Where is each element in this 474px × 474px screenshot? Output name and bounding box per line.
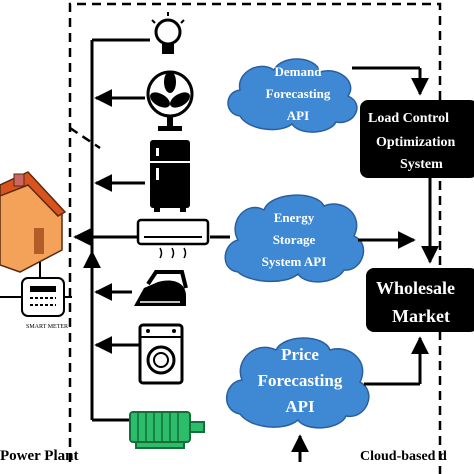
smart-meter-icon	[0, 262, 72, 317]
demand-api-line1: Demand	[275, 64, 323, 79]
demand-forecasting-api-cloud[interactable]: Demand Forecasting API	[227, 58, 358, 133]
motor-icon	[129, 411, 205, 449]
price-api-line1: Price	[281, 345, 319, 364]
load-control-optimization-box[interactable]: Load Control Optimization System	[360, 100, 474, 178]
light-bulb-icon	[151, 12, 185, 54]
price-forecasting-api-cloud[interactable]: Price Forecasting API	[225, 337, 370, 429]
device-bus	[90, 38, 150, 422]
air-conditioner-icon	[136, 218, 210, 259]
price-api-line2: Forecasting	[258, 371, 343, 390]
cloud-connectors	[291, 66, 439, 462]
power-plant-label: Power Plant	[0, 448, 78, 464]
storage-api-line1: Energy	[274, 210, 315, 225]
demand-api-line3: API	[287, 108, 309, 123]
device-arrows	[73, 89, 230, 354]
storage-api-line2: Storage	[273, 232, 316, 247]
load-control-line2: Optimization	[376, 135, 456, 150]
house-icon	[0, 171, 67, 273]
price-api-line3: API	[285, 397, 315, 416]
storage-api-line3: System API	[262, 254, 327, 269]
fan-icon	[146, 70, 194, 131]
cloud-based-label: Cloud-based d	[360, 449, 447, 464]
demand-api-line2: Forecasting	[266, 86, 331, 101]
smart-meter-label: SMART METER	[26, 324, 68, 330]
wholesale-market-box[interactable]: Wholesale Market	[366, 268, 474, 332]
load-control-line1: Load Control	[368, 111, 449, 126]
load-control-line3: System	[400, 157, 443, 172]
wholesale-line2: Market	[392, 306, 450, 326]
wholesale-line1: Wholesale	[376, 278, 455, 298]
refrigerator-icon	[150, 140, 190, 212]
iron-icon	[134, 270, 188, 306]
energy-storage-system-api-cloud[interactable]: Energy Storage System API	[224, 194, 365, 283]
washing-machine-icon	[138, 323, 184, 385]
dashed-boundary	[68, 2, 442, 474]
